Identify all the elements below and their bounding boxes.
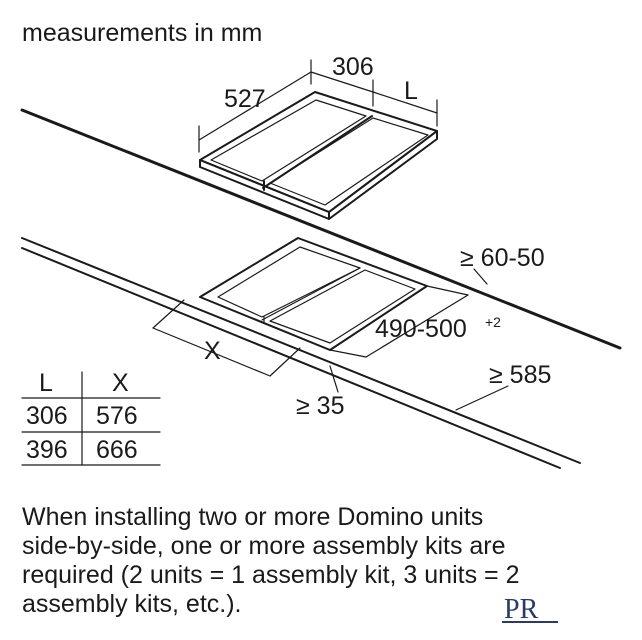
hob-depth-label: 527 <box>224 85 266 113</box>
table-cell: 576 <box>96 402 138 430</box>
table-cell: 306 <box>26 402 68 430</box>
cutout-depth-label: 490-500 <box>375 315 467 343</box>
worktop-depth-label: ≥ 585 <box>489 361 551 389</box>
table-cell: 396 <box>26 436 68 464</box>
size-table <box>21 371 161 466</box>
note-line: required (2 units = 1 assembly ki <box>22 561 383 589</box>
table-cell: 666 <box>96 436 138 464</box>
hob-unit-drawing <box>199 91 438 220</box>
cutout-dimension-lines <box>152 268 509 411</box>
hob-width-label: 306 <box>332 53 374 81</box>
cutout-width-var-label: X <box>204 337 221 365</box>
hob-width-var-label: L <box>404 77 418 105</box>
note-line-tail: t, 3 units = 2 <box>382 561 520 589</box>
units-label: measurements in mm <box>22 19 262 47</box>
note-line: assembly kits, etc.). <box>22 590 242 618</box>
assembly-kit-note: When installing two or more Domino units… <box>22 503 622 619</box>
hob-dimension-lines <box>198 59 438 153</box>
logo-text: PR <box>504 594 539 625</box>
pr-monogram-logo: PR <box>502 594 558 625</box>
back-clearance-label: ≥ 60-50 <box>460 244 545 272</box>
note-line: side-by-side, one or more assembly kits … <box>22 532 506 560</box>
front-clearance-label: ≥ 35 <box>296 392 344 420</box>
cutout-depth-tolerance-label: +2 <box>485 314 501 330</box>
note-line: When installing two or more Domino units <box>22 503 484 531</box>
table-header-l: L <box>39 369 53 397</box>
worktop-drawing <box>20 108 622 469</box>
table-header-x: X <box>112 369 129 397</box>
